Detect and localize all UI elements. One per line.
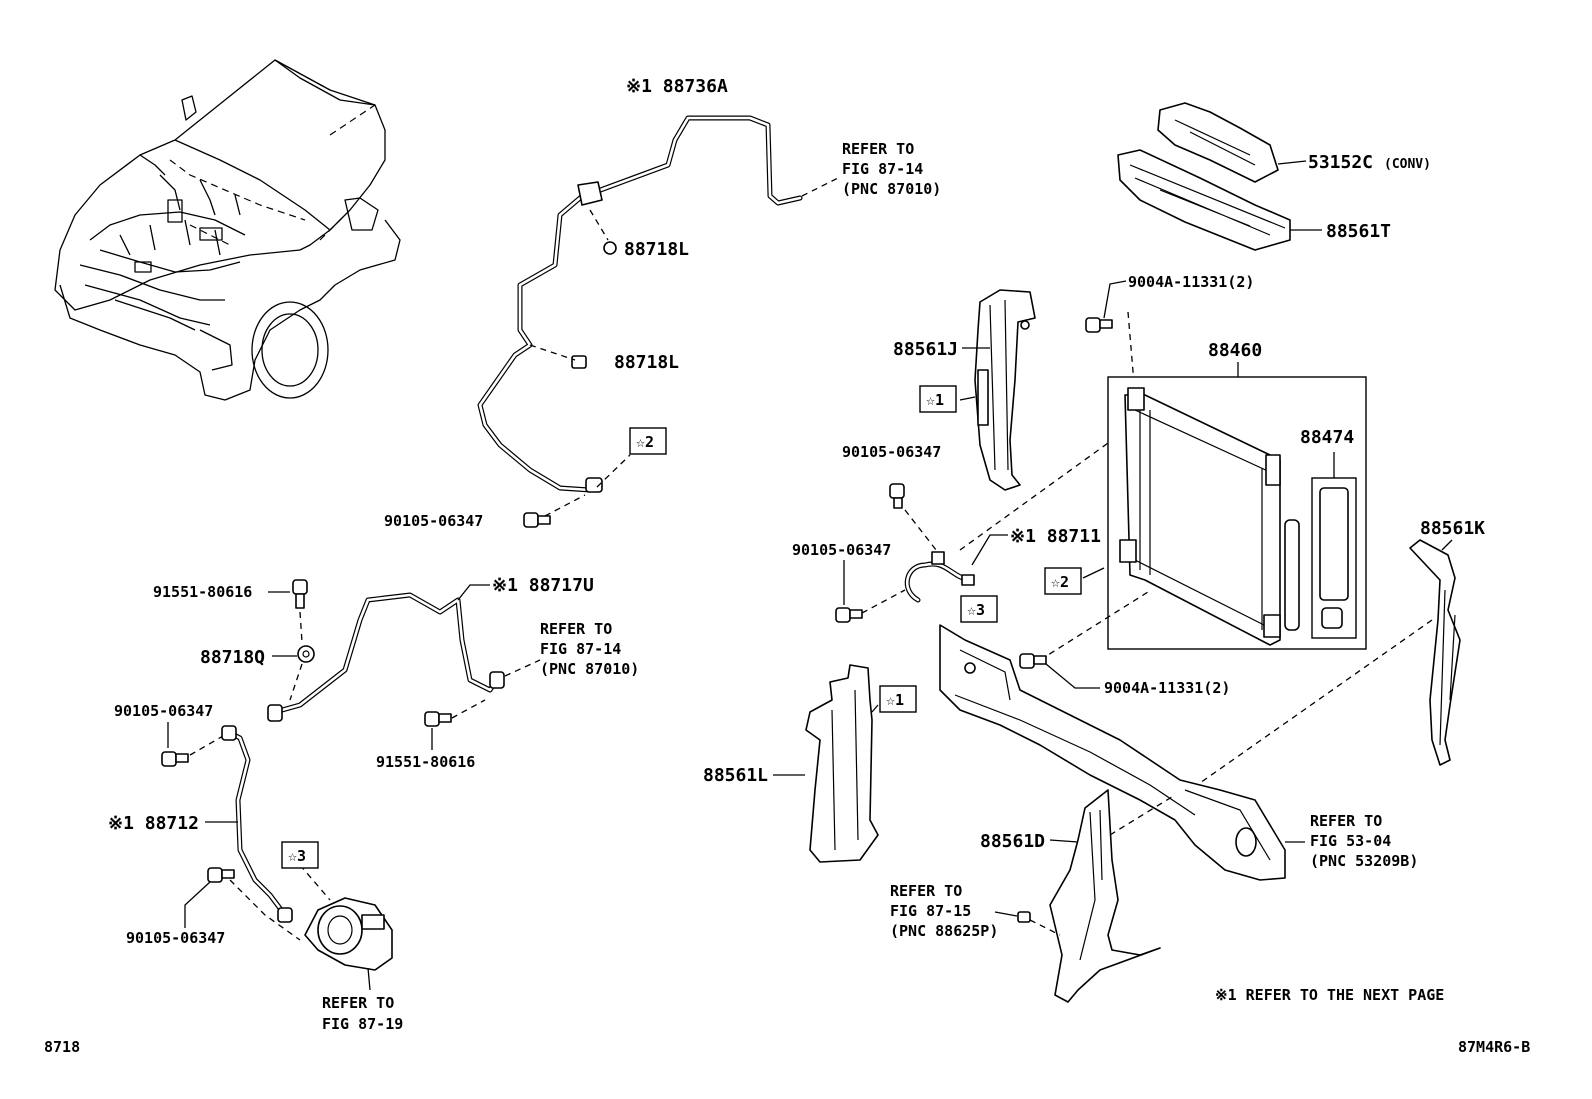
receiver-88474	[1319, 487, 1349, 629]
star1-j: ☆1	[926, 391, 944, 409]
part-88561J	[974, 289, 1036, 491]
radiator-support-upper	[939, 624, 1286, 881]
bolt-9004A-top	[1085, 317, 1113, 333]
grommet-88718Q	[297, 645, 315, 663]
label-88718Q: 88718Q	[200, 647, 265, 668]
bolt-90105-d	[161, 751, 189, 767]
part-88561D	[1049, 789, 1161, 1003]
star2-box-cond	[1044, 567, 1082, 595]
part-53152C	[1157, 102, 1279, 183]
refer-87-15-l3: (PNC 88625P)	[890, 922, 998, 940]
label-88711: ※1 88711	[1010, 526, 1101, 547]
pipe-88736A	[477, 115, 803, 493]
label-90105-a: 90105-06347	[384, 512, 483, 530]
label-9004A-bottom: 9004A-11331(2)	[1104, 679, 1230, 697]
label-88712: ※1 88712	[108, 813, 199, 834]
star3-comp: ☆3	[288, 847, 306, 865]
label-88718L-top: 88718L	[624, 239, 689, 260]
star1-l: ☆1	[886, 691, 904, 709]
label-88561J: 88561J	[893, 339, 958, 360]
bolt-90105-e	[207, 867, 235, 883]
figure-code: 8718	[44, 1038, 80, 1056]
bolt-90105-a	[523, 512, 551, 528]
label-88460: 88460	[1208, 340, 1262, 361]
label-53152C: 53152C	[1308, 152, 1373, 173]
label-90105-d: 90105-06347	[114, 702, 213, 720]
refer-87-14-b-l1: REFER TO	[540, 620, 612, 638]
part-88561L	[805, 664, 879, 863]
refer-53-04-l2: FIG 53-04	[1310, 832, 1391, 850]
star3-sensor: ☆3	[967, 601, 985, 619]
image-code: 87M4R6-B	[1458, 1038, 1530, 1056]
label-88717U: ※1 88717U	[492, 575, 594, 596]
footnote-refer-next-page: ※1 REFER TO THE NEXT PAGE	[1215, 986, 1444, 1004]
label-88474: 88474	[1300, 427, 1354, 448]
label-88718L-mid: 88718L	[614, 352, 679, 373]
bolt-90105-b	[889, 483, 905, 509]
label-88561L: 88561L	[703, 765, 768, 786]
sensor-88711	[904, 551, 975, 603]
pipe-88717U	[267, 592, 505, 722]
refer-87-14-b-l3: (PNC 87010)	[540, 660, 639, 678]
clip-88625P	[1017, 911, 1031, 923]
bolt-91551-top	[292, 579, 308, 609]
part-88561K	[1409, 539, 1461, 766]
star1-box-l	[879, 685, 917, 713]
refer-87-19-l2: FIG 87-19	[322, 1015, 403, 1033]
label-88561K: 88561K	[1420, 518, 1485, 539]
compressor	[304, 897, 393, 971]
refer-87-15-l1: REFER TO	[890, 882, 962, 900]
label-88736A: ※1 88736A	[626, 76, 728, 97]
refer-87-14-a-l1: REFER TO	[842, 140, 914, 158]
label-88561D: 88561D	[980, 831, 1045, 852]
label-9004A-top: 9004A-11331(2)	[1128, 273, 1254, 291]
label-91551-top: 91551-80616	[153, 583, 252, 601]
label-90105-c: 90105-06347	[792, 541, 891, 559]
star1-box-j	[919, 385, 957, 413]
label-91551-bottom: 91551-80616	[376, 753, 475, 771]
refer-87-14-b-l2: FIG 87-14	[540, 640, 621, 658]
star3-box-sensor	[960, 595, 998, 623]
star2-box-pipe	[629, 427, 667, 455]
condenser-88460	[1119, 387, 1300, 646]
label-88561T: 88561T	[1326, 221, 1391, 242]
refer-53-04-l1: REFER TO	[1310, 812, 1382, 830]
bolt-9004A-bottom	[1019, 653, 1047, 669]
label-53152C-conv: (CONV)	[1384, 157, 1431, 172]
bolt-91551-bottom	[424, 711, 452, 727]
vehicle-illustration	[54, 59, 401, 401]
star3-box-comp	[281, 841, 319, 869]
refer-53-04-l3: (PNC 53209B)	[1310, 852, 1418, 870]
refer-87-15-l2: FIG 87-15	[890, 902, 971, 920]
hose-88712	[221, 725, 293, 923]
star2-cond: ☆2	[1051, 573, 1069, 591]
refer-87-14-a-l3: (PNC 87010)	[842, 180, 941, 198]
bolt-90105-c	[835, 607, 863, 623]
part-88561T	[1117, 149, 1291, 251]
label-90105-b: 90105-06347	[842, 443, 941, 461]
refer-87-14-a-l2: FIG 87-14	[842, 160, 923, 178]
star2-pipe: ☆2	[636, 433, 654, 451]
refer-87-19-l1: REFER TO	[322, 994, 394, 1012]
label-90105-e: 90105-06347	[126, 929, 225, 947]
